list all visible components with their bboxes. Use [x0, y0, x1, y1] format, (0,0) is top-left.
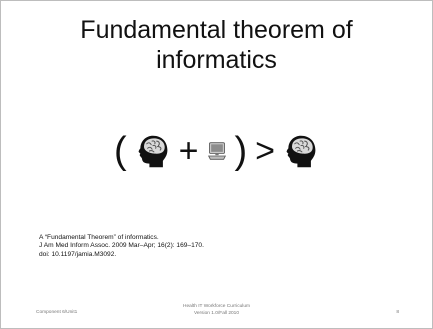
head-brain-icon: [138, 135, 168, 168]
footer-curriculum: Health IT Workforce Curriculum Version 1…: [1, 304, 432, 317]
page-number: 8: [396, 310, 399, 315]
footer-curriculum-line-2: Version 1.0/Fall 2010: [193, 310, 240, 316]
citation-line-3: doi: 10.1197/jamia.M3092.: [39, 250, 117, 258]
title-line-2: informatics: [156, 46, 277, 74]
citation-line-1: A “Fundamental Theorem” of informatics.: [39, 234, 159, 241]
computer-icon: [207, 142, 226, 160]
title-line-1: Fundamental theorem of: [80, 16, 353, 44]
footer-component: Component 6/Unit1: [36, 310, 78, 315]
plus-sign: +: [178, 132, 199, 170]
citation-line-2: J Am Med Inform Assoc. 2009 Mar–Apr; 16(…: [39, 242, 204, 250]
citation: A “Fundamental Theorem” of informatics. …: [39, 234, 204, 259]
greater-than-sign: >: [255, 132, 276, 170]
head-brain-icon: [286, 135, 316, 168]
footer-curriculum-line-1: Health IT Workforce Curriculum: [183, 304, 250, 309]
open-paren: (: [113, 130, 127, 172]
theorem-equation: ( + ) >: [1, 121, 432, 181]
close-paren: ): [234, 130, 248, 172]
slide-title: Fundamental theorem of informatics: [1, 15, 432, 75]
